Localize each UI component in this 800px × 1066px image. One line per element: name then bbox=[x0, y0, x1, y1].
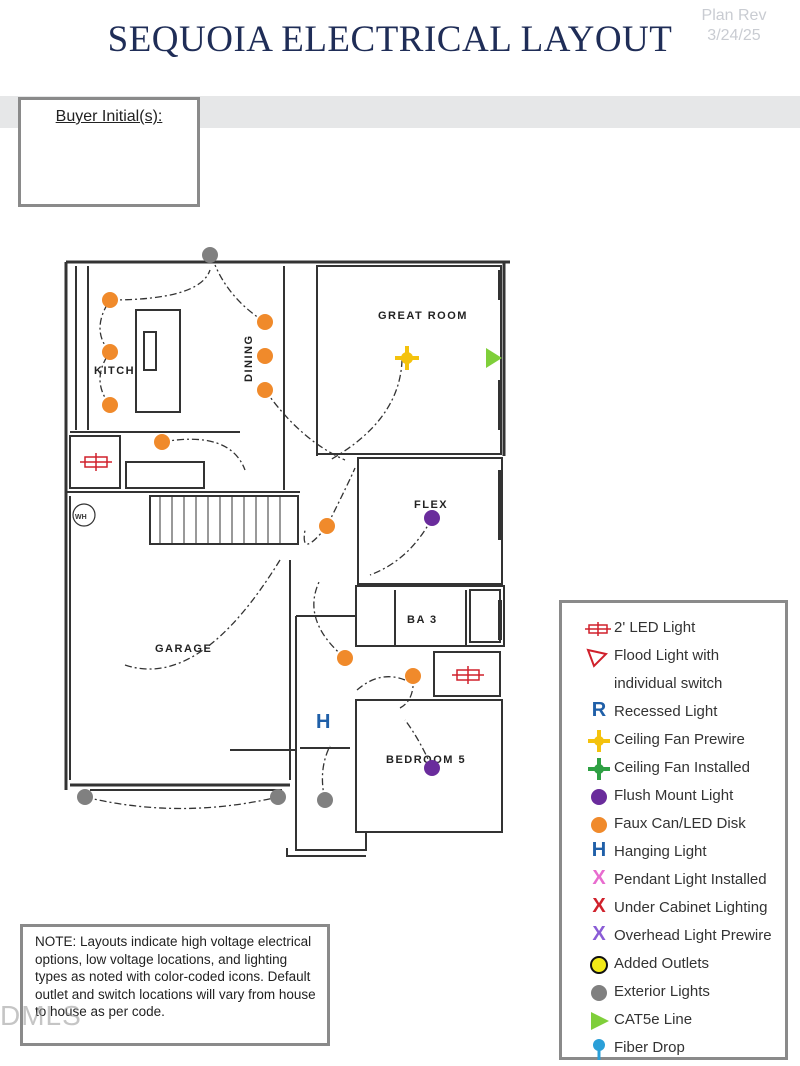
plan-rev-date: 3/24/25 bbox=[707, 27, 761, 44]
led-light-symbol bbox=[452, 666, 484, 684]
legend-label: individual switch bbox=[614, 675, 723, 692]
legend-label: Flood Light with bbox=[614, 647, 720, 664]
legend-label: Ceiling Fan Prewire bbox=[614, 731, 745, 748]
legend-label: Hanging Light bbox=[614, 843, 707, 860]
overhead-prewire-icon: X bbox=[592, 923, 606, 945]
water-heater-label: WH bbox=[75, 514, 87, 521]
cat5e-line-symbol bbox=[486, 348, 502, 368]
legend-label: Exterior Lights bbox=[614, 983, 710, 1000]
legend-panel: 2' LED Light Flood Light with individual… bbox=[559, 600, 788, 1060]
legend-item-exterior: Exterior Lights bbox=[562, 979, 787, 1007]
legend-label: 2' LED Light bbox=[614, 619, 696, 636]
watermark-logo: DMLS bbox=[0, 1000, 82, 1031]
exterior-light-icon bbox=[591, 985, 607, 1001]
room-label-garage: GARAGE bbox=[155, 643, 212, 655]
flush-mount-light bbox=[424, 510, 440, 526]
faux-can-light bbox=[102, 344, 118, 360]
recessed-light-icon: R bbox=[591, 699, 607, 721]
faux-can-light bbox=[257, 382, 273, 398]
ceiling-fan-installed-icon bbox=[588, 758, 610, 780]
room-label-bedroom: BEDROOM 5 bbox=[386, 754, 466, 766]
room-label-dining: DINING bbox=[243, 335, 255, 383]
faux-can-light bbox=[257, 314, 273, 330]
legend-label: Faux Can/LED Disk bbox=[614, 815, 746, 832]
legend-label: CAT5e Line bbox=[614, 1011, 693, 1028]
note-text: NOTE: Layouts indicate high voltage elec… bbox=[35, 934, 316, 1020]
legend-item-faux-can: Faux Can/LED Disk bbox=[562, 811, 787, 839]
legend-item-flush-mount: Flush Mount Light bbox=[562, 783, 787, 811]
buyer-initials-box[interactable]: Buyer Initial(s): bbox=[18, 97, 200, 207]
legend-item-flood: Flood Light with bbox=[562, 643, 787, 671]
legend-item-flood-cont: individual switch bbox=[562, 671, 787, 699]
faux-can-light bbox=[405, 668, 421, 684]
hanging-light-symbol: H bbox=[316, 711, 330, 733]
room-label-great-room: GREAT ROOM bbox=[378, 310, 468, 322]
led-light-symbol bbox=[80, 453, 112, 471]
faux-can-light bbox=[319, 518, 335, 534]
legend-item-recessed: R Recessed Light bbox=[562, 699, 787, 727]
exterior-light bbox=[270, 789, 286, 805]
faux-can-light bbox=[154, 434, 170, 450]
legend-item-led: 2' LED Light bbox=[562, 615, 787, 643]
flush-mount-light-icon bbox=[591, 789, 607, 805]
ceiling-fan-prewire-icon bbox=[588, 730, 610, 752]
exterior-light bbox=[77, 789, 93, 805]
led-light-icon bbox=[585, 622, 611, 636]
flush-mount-light bbox=[424, 760, 440, 776]
note-panel: NOTE: Layouts indicate high voltage elec… bbox=[20, 924, 330, 1046]
legend-item-outlets: Added Outlets bbox=[562, 951, 787, 979]
legend-label: Ceiling Fan Installed bbox=[614, 759, 750, 776]
legend-label: Under Cabinet Lighting bbox=[614, 899, 768, 916]
legend-item-hanging: H Hanging Light bbox=[562, 839, 787, 867]
added-outlets-icon bbox=[590, 956, 608, 974]
legend-label: Pendant Light Installed bbox=[614, 871, 767, 888]
plan-revision: Plan Rev 3/24/25 bbox=[696, 6, 772, 46]
exterior-light bbox=[202, 247, 218, 263]
room-label-kitchen: KITCH bbox=[94, 365, 135, 377]
legend-item-fiber: Fiber Drop bbox=[562, 1035, 787, 1063]
water-heater-symbol: WH bbox=[72, 503, 96, 527]
room-label-flex: FLEX bbox=[414, 499, 448, 511]
legend-item-cat5e: CAT5e Line bbox=[562, 1007, 787, 1035]
legend-item-overhead-prewire: X Overhead Light Prewire bbox=[562, 923, 787, 951]
page-title: SEQUOIA ELECTRICAL LAYOUT bbox=[107, 19, 673, 60]
legend-item-fan-installed: Ceiling Fan Installed bbox=[562, 755, 787, 783]
faux-can-light bbox=[337, 650, 353, 666]
faux-can-light bbox=[257, 348, 273, 364]
legend-label: Overhead Light Prewire bbox=[614, 927, 772, 944]
legend-label: Recessed Light bbox=[614, 703, 718, 720]
under-cabinet-icon: X bbox=[592, 895, 606, 917]
legend-item-fan-prewire: Ceiling Fan Prewire bbox=[562, 727, 787, 755]
faux-can-light bbox=[102, 397, 118, 413]
legend-item-under-cabinet: X Under Cabinet Lighting bbox=[562, 895, 787, 923]
cat5e-icon bbox=[591, 1012, 609, 1030]
legend-item-pendant: X Pendant Light Installed bbox=[562, 867, 787, 895]
buyer-initials-label: Buyer Initial(s): bbox=[55, 108, 163, 125]
exterior-light bbox=[317, 792, 333, 808]
fiber-drop-icon bbox=[593, 1039, 605, 1060]
ceiling-fan-prewire-symbol bbox=[395, 346, 419, 370]
legend-label: Added Outlets bbox=[614, 955, 710, 972]
pendant-light-icon: X bbox=[592, 867, 606, 889]
faux-can-light bbox=[102, 292, 118, 308]
plan-rev-label: Plan Rev bbox=[701, 7, 767, 24]
faux-can-icon bbox=[591, 817, 607, 833]
room-label-bath: BA 3 bbox=[407, 614, 438, 626]
hanging-light-icon: H bbox=[591, 839, 607, 861]
legend-label: Fiber Drop bbox=[614, 1039, 685, 1056]
legend-label: Flush Mount Light bbox=[614, 787, 734, 804]
flood-light-icon bbox=[586, 648, 608, 668]
